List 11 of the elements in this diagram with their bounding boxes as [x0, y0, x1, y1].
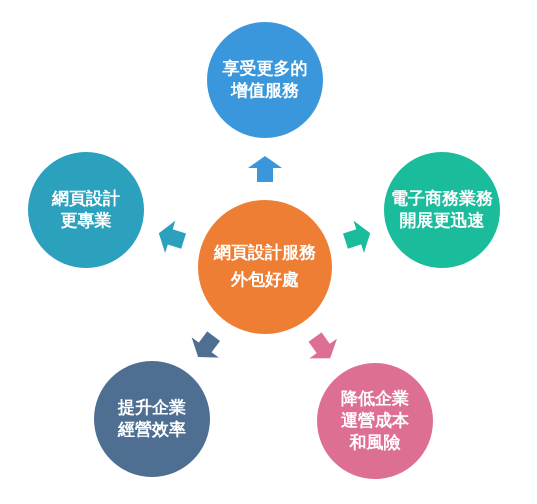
block-arrow — [308, 332, 337, 358]
node-text: 降低企業運營成本和風險 — [340, 388, 410, 454]
block-arrow — [248, 156, 282, 182]
node-text: 電子商務業務開展更迅速 — [390, 188, 494, 232]
node-text: 網頁設計更專業 — [51, 188, 121, 232]
node-text: 網頁設計服務外包好處 — [213, 242, 317, 292]
block-arrow — [192, 331, 220, 358]
node-text: 提升企業經營效率 — [117, 397, 187, 441]
node-text: 享受更多的增值服務 — [222, 58, 308, 102]
block-arrow — [343, 220, 370, 253]
block-arrow — [158, 220, 186, 253]
